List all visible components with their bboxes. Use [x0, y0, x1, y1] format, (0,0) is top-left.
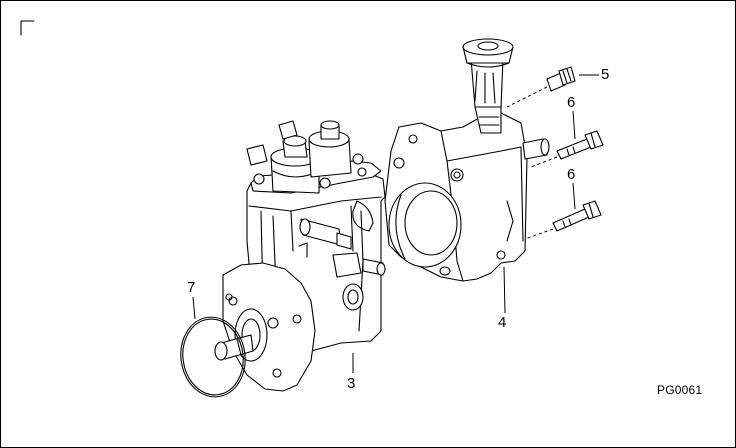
figure-code: PG0061 — [657, 383, 703, 397]
leader-6-lower — [572, 182, 576, 210]
corner-bracket — [20, 20, 35, 36]
o-ring-part-7 — [180, 316, 246, 398]
callout-7: 7 — [187, 279, 196, 296]
priming-pump — [462, 38, 514, 134]
leader-7 — [192, 296, 196, 320]
bolt-part-5 — [506, 66, 576, 108]
callout-3: 3 — [347, 375, 356, 392]
callout-4: 4 — [498, 314, 507, 331]
pump-body-part-3 — [214, 120, 386, 392]
callout-6-upper: 6 — [567, 94, 576, 111]
bolt-part-6-lower — [524, 200, 602, 240]
bolt-part-6-upper — [530, 130, 604, 168]
housing-part-4 — [384, 112, 550, 282]
leader-6-upper — [572, 110, 576, 140]
leader-4 — [503, 266, 506, 314]
callout-5: 5 — [601, 66, 610, 83]
callout-6-lower: 6 — [567, 166, 576, 183]
